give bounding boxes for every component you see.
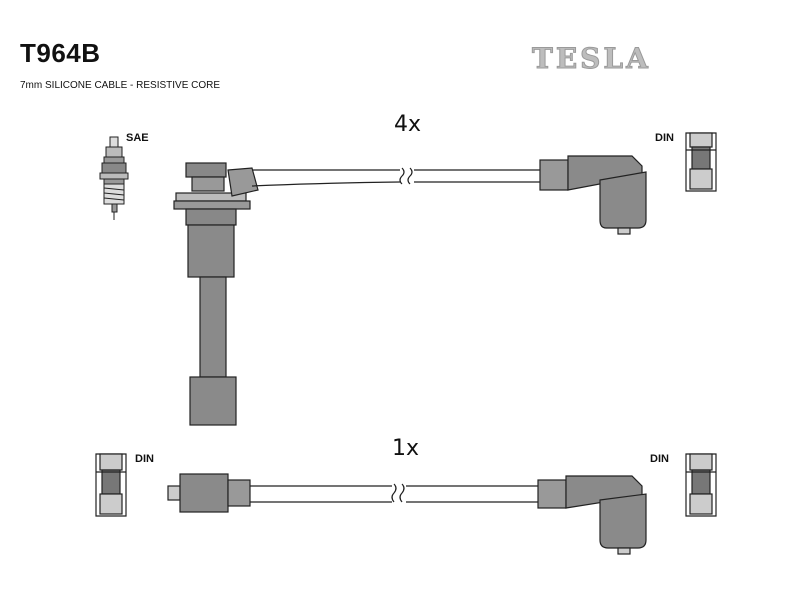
straight-boot-icon — [167, 473, 251, 513]
angled-boot-icon — [537, 475, 647, 555]
straight-boot-icon — [173, 162, 259, 426]
sae-label: SAE — [126, 132, 149, 144]
brand-logo: TESLA — [532, 42, 651, 76]
din-terminal-icon — [95, 453, 127, 517]
angled-boot-icon — [539, 155, 647, 235]
din-terminal-icon — [685, 132, 717, 192]
top-cable-wire — [251, 167, 544, 187]
top-cable-quantity: 4x — [394, 112, 422, 137]
bottom-cable-wire — [250, 483, 542, 503]
din-terminal-icon — [685, 453, 717, 517]
spark-plug-icon — [99, 136, 129, 220]
din-label-bottom-left: DIN — [135, 453, 154, 465]
din-label-top: DIN — [655, 132, 674, 144]
cable-spec: 7mm SILICONE CABLE - RESISTIVE CORE — [20, 80, 221, 91]
bottom-cable-quantity: 1x — [392, 436, 420, 461]
part-code: T964B — [20, 38, 101, 68]
din-label-bottom-right: DIN — [650, 453, 669, 465]
